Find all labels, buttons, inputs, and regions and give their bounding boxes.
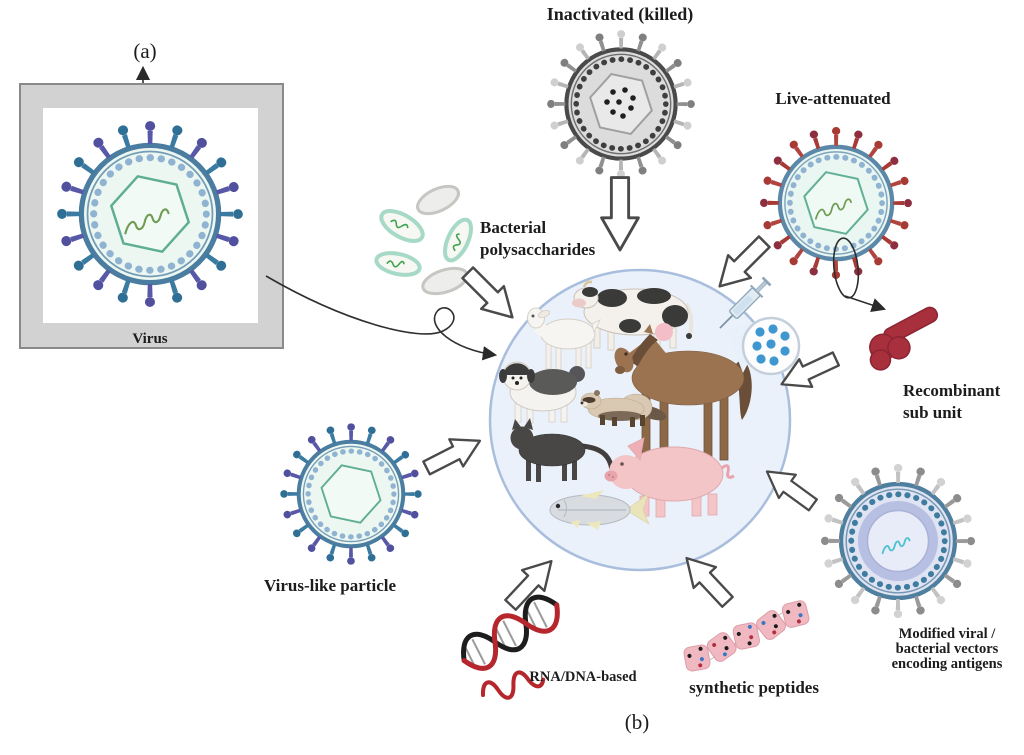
spike-protein-icon [869, 306, 939, 371]
virus-box-caption: Virus [132, 331, 167, 347]
dna-helix-icon [461, 594, 560, 671]
syringe-icon [719, 276, 772, 329]
vlp-arrow [418, 426, 489, 483]
dog-icon [499, 361, 585, 424]
recombinant-label-line2: sub unit [903, 403, 962, 422]
bacterial-label-line2: polysaccharides [480, 240, 596, 259]
rna-dna-label: RNA/DNA-based [529, 669, 636, 685]
modified-vectors-label-line1: Modified viral / [899, 626, 997, 642]
inactivated-virus-icon [551, 34, 691, 174]
inactivated-arrow [600, 176, 640, 252]
bacteria-icon [374, 184, 473, 296]
cat-icon [510, 418, 615, 482]
vlp-label: Virus-like particle [264, 576, 396, 595]
ferret-icon [580, 390, 667, 427]
synthetic-peptides-label: synthetic peptides [689, 678, 819, 697]
recombinant-label-line1: Recombinant [903, 381, 1001, 400]
panel-b-label: (b) [625, 710, 650, 734]
live-attenuated-label: Live-attenuated [775, 89, 891, 108]
virus-box: Virus [19, 83, 284, 349]
peptide-helix-icon [683, 600, 810, 672]
fish-icon [549, 490, 650, 530]
goat-icon [527, 307, 601, 371]
vaccine-dose-droplets-icon [741, 316, 801, 376]
inactivated-label: Inactivated (killed) [547, 4, 694, 25]
live-attenuated-virus-icon [764, 131, 908, 275]
panel-a-label: (a) [133, 39, 156, 63]
rna-strand-icon [480, 670, 546, 700]
bacterial-label-line1: Bacterial [480, 218, 546, 237]
virus-like-particle-icon [284, 427, 418, 561]
rna-dna-arrow [498, 549, 564, 617]
modified-vectors-label-line2: bacterial vectors [896, 641, 999, 657]
viral-vector-icon [825, 468, 971, 614]
pig-icon [604, 437, 735, 518]
virus-to-center-curved-arrow [265, 275, 498, 361]
modified-vectors-label-line3: encoding antigens [892, 656, 1003, 672]
ellipse-to-subunit-arrow [844, 295, 887, 312]
horse-icon [614, 324, 752, 461]
live-attenuated-arrow [707, 229, 777, 299]
